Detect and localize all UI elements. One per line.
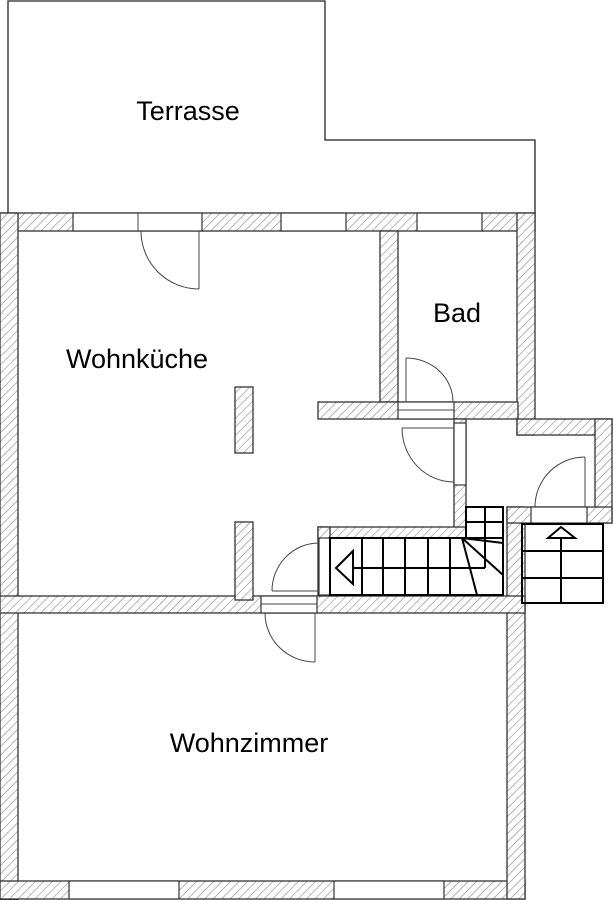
door-entrance <box>534 456 586 508</box>
steps-arrow-icon <box>545 525 578 539</box>
door-terrace <box>140 230 200 290</box>
room-label-bad: Bad <box>433 298 481 328</box>
entrance-steps <box>521 523 604 604</box>
room-label-wohnzimmer: Wohnzimmer <box>170 728 329 758</box>
doors <box>140 230 586 663</box>
walls <box>0 212 613 900</box>
staircase <box>329 506 504 596</box>
door-stair <box>271 542 320 592</box>
stair-arrow-icon <box>334 548 354 587</box>
windows <box>68 212 483 900</box>
terrace-outline <box>7 0 536 213</box>
room-label-terrasse: Terrasse <box>136 96 240 126</box>
door-openings <box>260 401 588 614</box>
room-label-wohnkueche: Wohnküche <box>66 344 208 374</box>
door-hall <box>401 427 455 483</box>
door-bad <box>405 357 454 403</box>
door-wohnzimmer <box>264 612 316 663</box>
